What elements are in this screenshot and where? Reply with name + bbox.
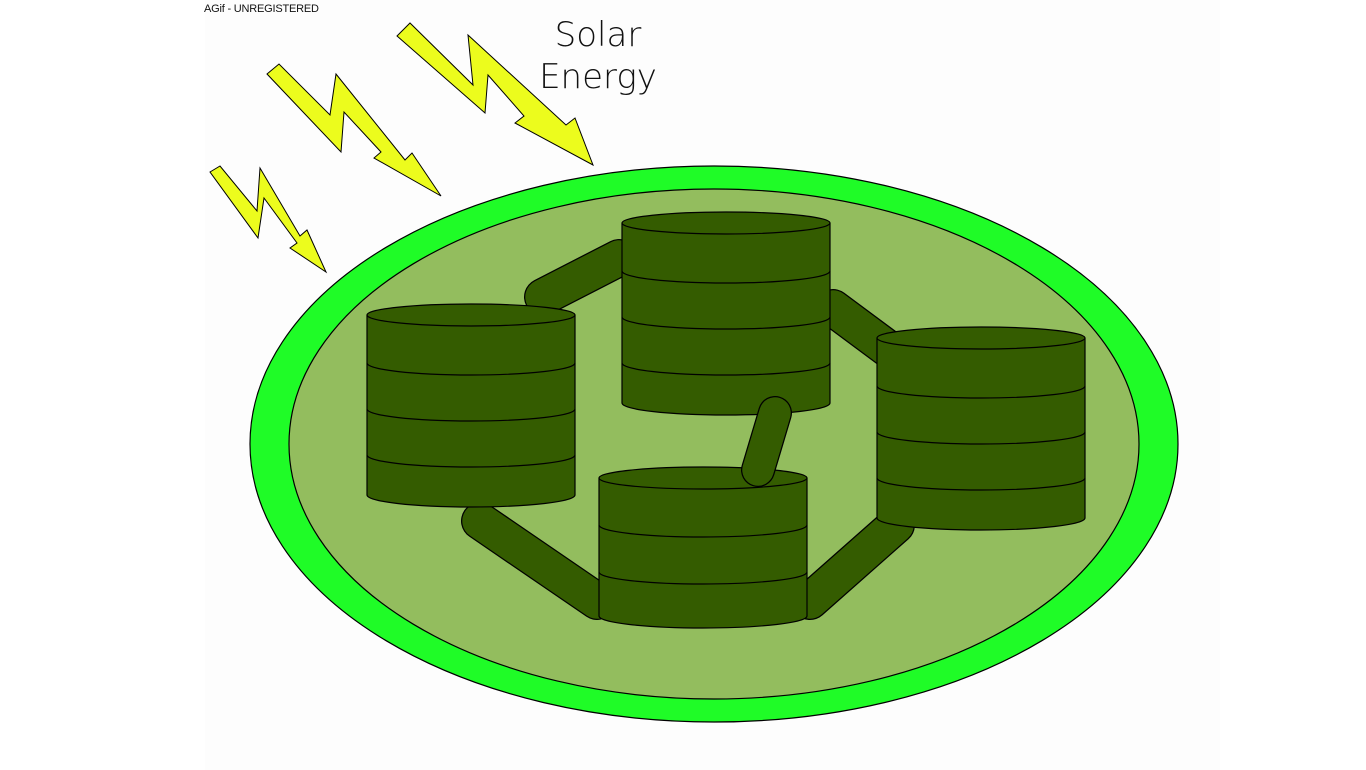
granum-stack-right — [876, 326, 1086, 531]
granum-stack-left — [366, 303, 576, 508]
lightning-bolt-icon — [396, 22, 594, 167]
lightning-bolt-icon — [209, 165, 328, 274]
watermark-text: AGif - UNREGISTERED — [204, 3, 319, 15]
lightning-bolt-icon — [266, 63, 442, 197]
lamella-connector — [461, 502, 616, 620]
granum-stack-bottom — [598, 466, 808, 629]
lamella-connector — [791, 506, 915, 620]
title-line-1: Solar — [554, 15, 642, 55]
lamella-connector — [741, 396, 792, 487]
granum-stack-top — [621, 211, 831, 416]
diagram-title: Solar Energy — [528, 14, 668, 98]
title-line-2: Energy — [539, 57, 657, 97]
lamella-connector — [524, 239, 638, 316]
